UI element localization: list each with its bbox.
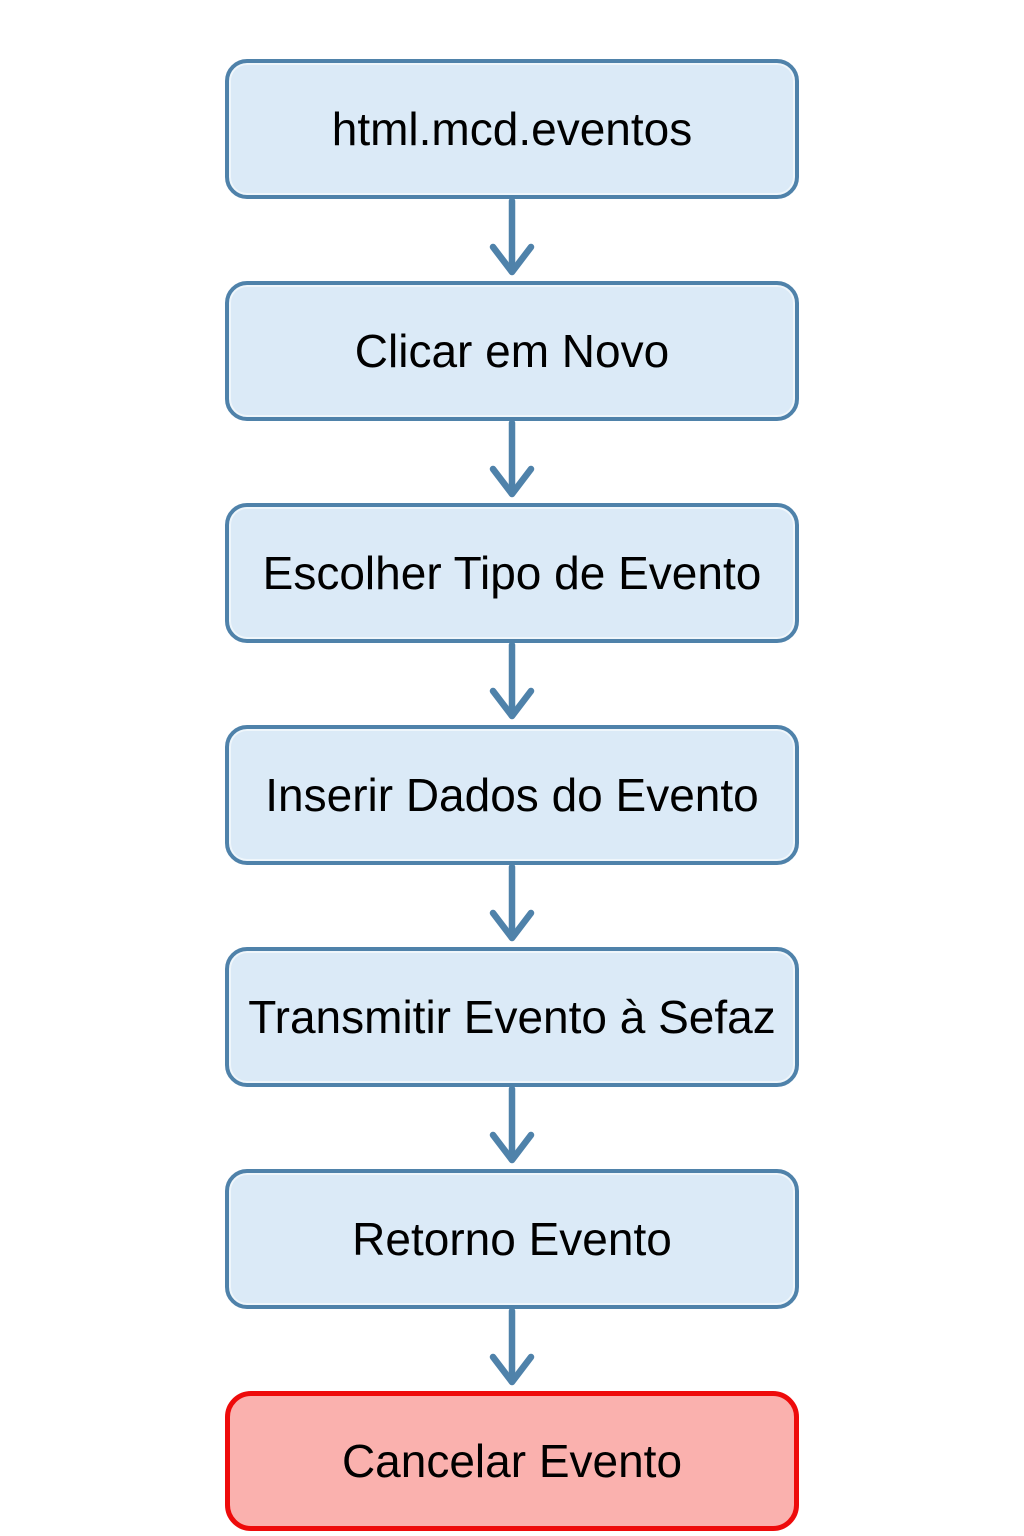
arrow-down-icon bbox=[489, 199, 535, 276]
node-clicar-em-novo: Clicar em Novo bbox=[225, 281, 799, 421]
node-label: Inserir Dados do Evento bbox=[265, 769, 759, 821]
flowchart: html.mcd.eventos Clicar em Novo Escolher… bbox=[225, 0, 799, 1531]
node-label: Escolher Tipo de Evento bbox=[262, 547, 762, 599]
arrow-down-icon bbox=[489, 421, 535, 498]
node-label: Cancelar Evento bbox=[341, 1435, 683, 1487]
node-transmitir-evento-a-sefaz: Transmitir Evento à Sefaz bbox=[225, 947, 799, 1087]
node-label: Clicar em Novo bbox=[354, 325, 670, 377]
arrow-down-icon bbox=[489, 865, 535, 942]
node-inserir-dados-do-evento: Inserir Dados do Evento bbox=[225, 725, 799, 865]
node-escolher-tipo-de-evento: Escolher Tipo de Evento bbox=[225, 503, 799, 643]
node-cancelar-evento: Cancelar Evento bbox=[225, 1391, 799, 1531]
arrow-down-icon bbox=[489, 643, 535, 720]
node-html-mcd-eventos: html.mcd.eventos bbox=[225, 59, 799, 199]
node-retorno-evento: Retorno Evento bbox=[225, 1169, 799, 1309]
arrow-down-icon bbox=[489, 1309, 535, 1386]
node-label: Transmitir Evento à Sefaz bbox=[248, 991, 776, 1043]
arrow-down-icon bbox=[489, 1087, 535, 1164]
node-label: html.mcd.eventos bbox=[331, 103, 693, 155]
node-label: Retorno Evento bbox=[352, 1213, 672, 1265]
